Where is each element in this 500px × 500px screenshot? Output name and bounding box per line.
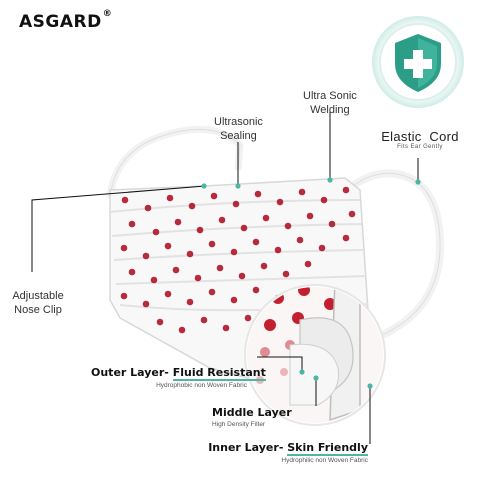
label-nose-clip: Adjustable Nose Clip	[5, 289, 71, 317]
label-ultra-sonic-welding-line2: Welding	[310, 104, 350, 116]
middle-layer-title-emph: Middle Layer	[212, 406, 292, 419]
shield-plus-icon	[372, 16, 464, 108]
label-ultrasonic-sealing-line1: Ultrasonic	[214, 116, 263, 128]
brand-logo: ASGARD®	[19, 9, 113, 32]
outer-layer-title-emph: Fluid Resistant	[172, 366, 266, 381]
outer-layer-title: Outer Layer- Fluid Resistant	[91, 366, 266, 381]
label-elastic-cord-subtitle: Fits Ear Gently	[397, 144, 443, 150]
label-nose-clip-line1: Adjustable	[12, 290, 64, 302]
inner-layer-title: Inner Layer- Skin Friendly	[202, 441, 368, 456]
label-ultra-sonic-welding-line1: Ultra Sonic	[303, 90, 357, 102]
brand-name: ASGARD	[19, 12, 102, 32]
registered-mark: ®	[102, 9, 113, 19]
middle-layer-label: Middle Layer High Density Filter	[212, 406, 312, 428]
outer-layer-title-plain: Outer Layer-	[91, 366, 173, 379]
inner-layer-label: Inner Layer- Skin Friendly Hydrophilic n…	[202, 441, 368, 464]
label-elastic-cord: Elastic Cord Fits Ear Gently	[380, 129, 460, 151]
label-ultrasonic-sealing: Ultrasonic Sealing	[214, 115, 263, 143]
label-ultra-sonic-welding: Ultra Sonic Welding	[303, 89, 357, 117]
inner-layer-subtitle: Hydrophilic non Woven Fabric	[281, 457, 368, 464]
outer-layer-label: Outer Layer- Fluid Resistant Hydrophobic…	[91, 366, 266, 389]
label-ultrasonic-sealing-line2: Sealing	[220, 130, 257, 142]
inner-layer-title-emph: Skin Friendly	[287, 441, 368, 456]
outer-layer-subtitle: Hydrophobic non Woven Fabric	[156, 382, 247, 389]
middle-layer-title: Middle Layer	[212, 406, 312, 419]
inner-layer-title-plain: Inner Layer-	[208, 441, 288, 454]
label-elastic-cord-title: Elastic Cord	[381, 129, 459, 144]
layer-zoom	[244, 284, 386, 426]
mask-dots	[110, 186, 369, 334]
label-nose-clip-line2: Nose Clip	[14, 304, 62, 316]
middle-layer-subtitle: High Density Filter	[212, 421, 266, 428]
